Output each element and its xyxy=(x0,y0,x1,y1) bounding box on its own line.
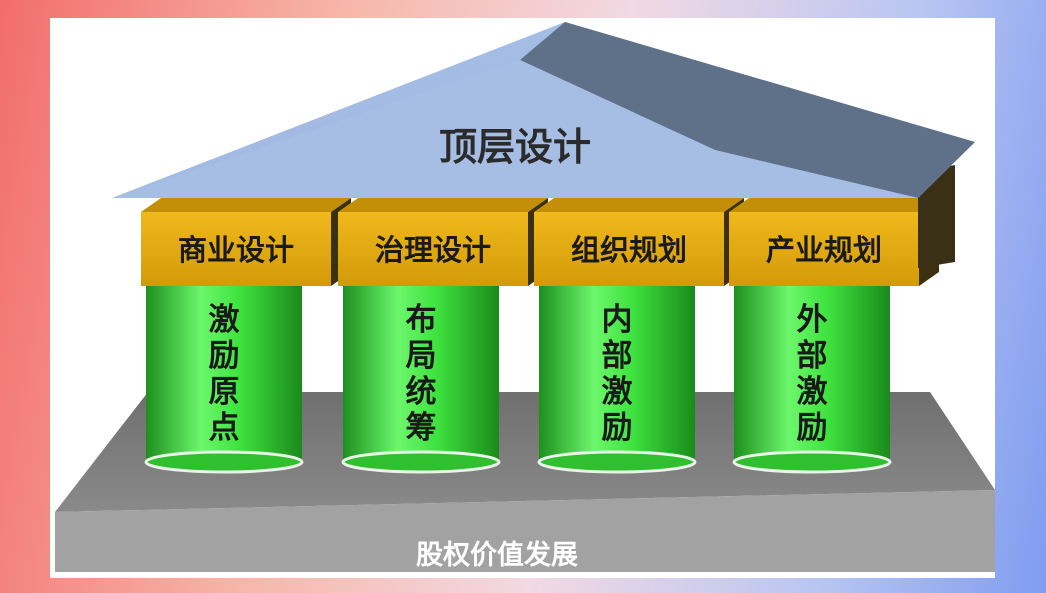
pillar-3-char: 部 xyxy=(602,338,633,374)
pillar-foot xyxy=(144,450,304,474)
pillar-2-char: 布 xyxy=(406,302,437,338)
pillar-1-char: 点 xyxy=(209,410,240,446)
cap-top xyxy=(338,198,548,212)
pillar-foot xyxy=(537,450,697,474)
pillar-4-char: 部 xyxy=(797,338,828,374)
pillar-1-char: 激 xyxy=(209,302,240,338)
pillar-3-char: 内 xyxy=(602,302,633,338)
cap-top xyxy=(534,198,744,212)
cap-top xyxy=(141,198,351,212)
pillar-body xyxy=(734,282,890,462)
roof-right-slope xyxy=(520,22,975,198)
roof-title: 顶层设计 xyxy=(439,125,591,169)
cap-3: 组织规划 xyxy=(534,198,744,286)
roof-side xyxy=(918,165,955,268)
cap-4-label: 产业规划 xyxy=(766,233,882,267)
pillar-body xyxy=(539,282,695,462)
pillar-foot xyxy=(341,450,501,474)
pillar-2-char: 筹 xyxy=(406,410,437,446)
cap-2: 治理设计 xyxy=(338,198,548,286)
pillar-4-char: 外 xyxy=(797,302,828,338)
pillar-1-char: 原 xyxy=(209,374,240,410)
pillar-4-char: 激 xyxy=(797,374,828,410)
base-front-face xyxy=(55,490,995,572)
pillar-3-char: 激 xyxy=(602,374,633,410)
base-label: 股权价值发展 xyxy=(416,539,578,571)
cap-front xyxy=(141,212,331,286)
cap-front xyxy=(534,212,724,286)
cap-2-label: 治理设计 xyxy=(375,233,491,267)
cap-4: 产业规划 xyxy=(729,198,939,286)
pillar-1-char: 励 xyxy=(209,338,240,374)
cap-3-label: 组织规划 xyxy=(571,233,687,267)
pillar-body xyxy=(343,282,499,462)
pillar-body xyxy=(146,282,302,462)
pillar-2-char: 统 xyxy=(406,374,437,410)
cap-1: 商业设计 xyxy=(141,198,351,286)
cap-front xyxy=(338,212,528,286)
cap-top xyxy=(729,198,939,212)
cap-1-label: 商业设计 xyxy=(178,233,294,267)
caps: 商业设计 治理设计 组织规划 产业规划 xyxy=(141,198,939,286)
pillar-foot xyxy=(732,450,892,474)
pillar-2-char: 局 xyxy=(406,338,437,374)
pillar-4-char: 励 xyxy=(797,410,828,446)
roof: 顶层设计 xyxy=(112,22,975,268)
pillar-3-char: 励 xyxy=(602,410,633,446)
roof-face xyxy=(112,60,918,198)
cap-front xyxy=(729,212,919,286)
